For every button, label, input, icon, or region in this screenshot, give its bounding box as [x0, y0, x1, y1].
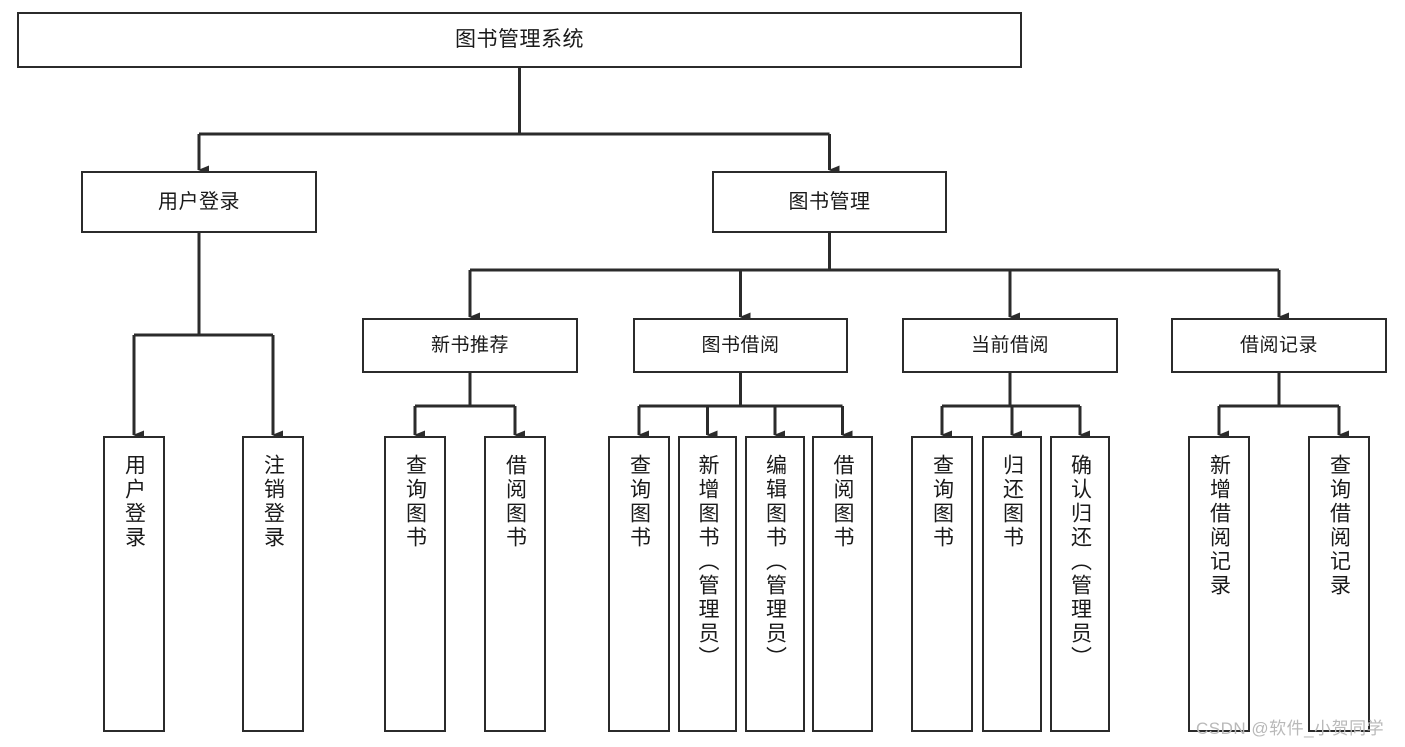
node-label: 查询图书	[930, 454, 954, 550]
node-label: 查询借阅记录	[1327, 454, 1351, 598]
diagram-node-leaf-8[interactable]: 查询图书	[911, 436, 973, 732]
diagram-node-l2-2[interactable]: 当前借阅	[902, 318, 1118, 373]
node-label: 注销登录	[261, 454, 285, 550]
diagram-node-l2-0[interactable]: 新书推荐	[362, 318, 578, 373]
node-label: 图书借阅	[701, 334, 780, 356]
diagram-node-leaf-3[interactable]: 借阅图书	[484, 436, 546, 732]
diagram-node-leaf-7[interactable]: 借阅图书	[812, 436, 873, 732]
node-label: 归还图书	[1000, 454, 1024, 550]
diagram-node-l1-1[interactable]: 图书管理	[712, 171, 947, 233]
node-label: 新增图书（管理员）	[696, 454, 719, 670]
diagram-node-leaf-4[interactable]: 查询图书	[608, 436, 670, 732]
diagram-node-leaf-10[interactable]: 确认归还（管理员）	[1050, 436, 1110, 732]
node-label: 借阅记录	[1239, 334, 1318, 356]
node-label: 新增借阅记录	[1207, 454, 1231, 598]
node-label: 借阅图书	[831, 454, 854, 550]
diagram-node-l2-3[interactable]: 借阅记录	[1171, 318, 1387, 373]
node-label: 查询图书	[403, 454, 427, 550]
diagram-node-leaf-2[interactable]: 查询图书	[384, 436, 446, 732]
diagram-node-leaf-0[interactable]: 用户登录	[103, 436, 165, 732]
node-label: 新书推荐	[430, 334, 509, 356]
diagram-node-leaf-11[interactable]: 新增借阅记录	[1188, 436, 1250, 732]
node-label: 确认归还（管理员）	[1068, 454, 1092, 670]
diagram-node-l1-0[interactable]: 用户登录	[81, 171, 317, 233]
node-label: 当前借阅	[970, 334, 1049, 356]
node-label: 图书管理系统	[455, 28, 584, 52]
diagram-node-l2-1[interactable]: 图书借阅	[633, 318, 848, 373]
node-label: 编辑图书（管理员）	[763, 454, 787, 670]
node-label: 借阅图书	[503, 454, 527, 550]
node-label: 用户登录	[122, 454, 146, 550]
diagram-node-leaf-5[interactable]: 新增图书（管理员）	[678, 436, 737, 732]
node-label: 用户登录	[158, 190, 240, 213]
diagram-node-leaf-1[interactable]: 注销登录	[242, 436, 304, 732]
node-label: 图书管理	[788, 190, 871, 213]
diagram-node-root[interactable]: 图书管理系统	[17, 12, 1022, 68]
edge-paths	[132, 68, 1349, 440]
diagram-node-leaf-9[interactable]: 归还图书	[982, 436, 1042, 732]
diagram-node-leaf-6[interactable]: 编辑图书（管理员）	[745, 436, 805, 732]
watermark-text: CSDN @软件_小贺同学	[1196, 719, 1385, 738]
node-label: 查询图书	[627, 454, 651, 550]
diagram-node-leaf-12[interactable]: 查询借阅记录	[1308, 436, 1370, 732]
